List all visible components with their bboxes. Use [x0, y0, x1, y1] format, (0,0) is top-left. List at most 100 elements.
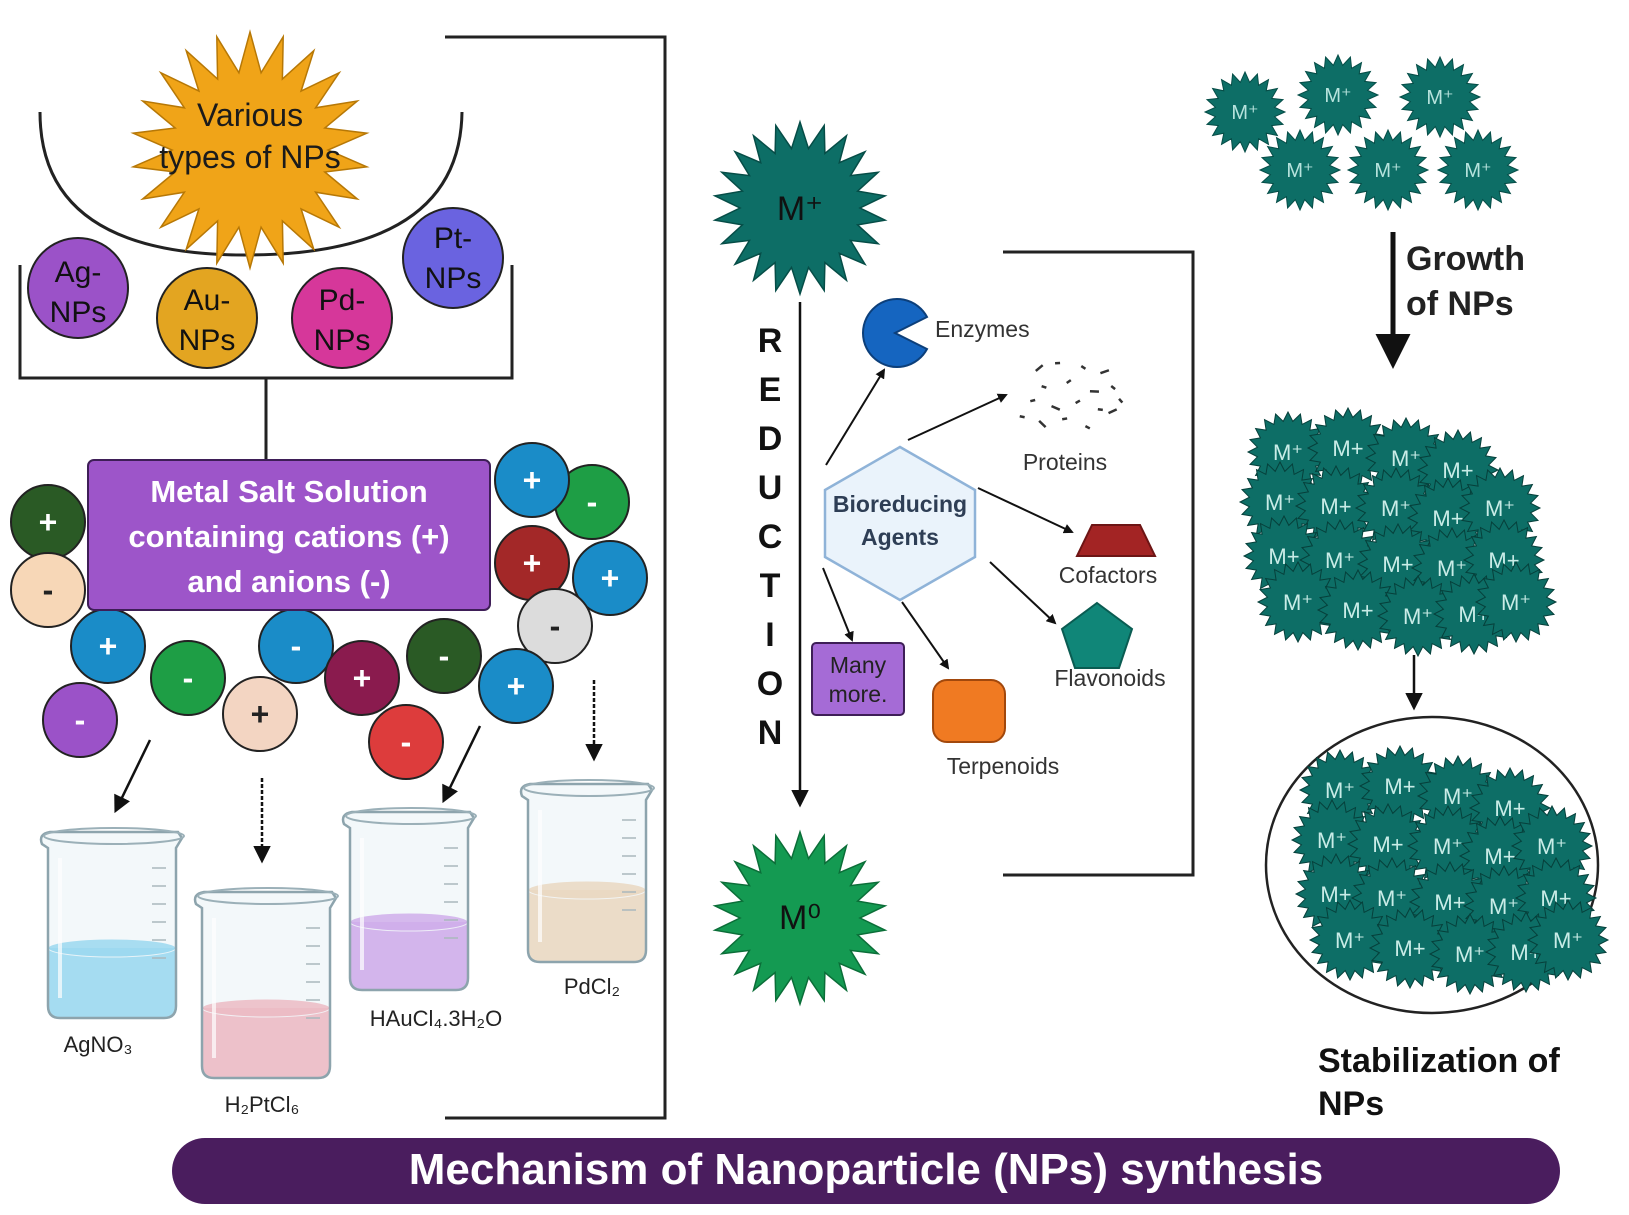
particle-label: M⁺ [1426, 87, 1453, 109]
beaker-liquid [528, 890, 646, 962]
cluster-particle-label: M+ [1394, 936, 1425, 961]
beaker-label-haucl4: HAuCl₄.3H₂O [370, 1006, 502, 1031]
many-more-box [811, 642, 905, 716]
bowl-curve [38, 111, 464, 257]
beaker-liquid [202, 1008, 330, 1078]
bio-bracket [1003, 250, 1195, 877]
ion-sign: + [251, 696, 270, 732]
star-text-line1: Various [197, 97, 303, 133]
np-pt-line1: Pt- [434, 222, 472, 255]
salt-box-line1: Metal Salt Solution [150, 474, 427, 509]
ion-sign: + [39, 504, 58, 540]
cluster-particle-label: M+ [1484, 844, 1515, 869]
particle-label: M⁺ [1231, 102, 1258, 124]
ion-anion: - [368, 704, 444, 780]
cluster-particle-label: M⁺ [1325, 778, 1355, 803]
stabilization-line2: NPs [1318, 1085, 1384, 1123]
beaker-label-pdcl2: PdCl₂ [564, 974, 620, 999]
ion-sign: - [550, 608, 561, 644]
ion-sign: + [353, 660, 372, 696]
np-pd-line2: NPs [314, 324, 371, 357]
particle-label: M⁺ [1324, 85, 1351, 107]
ion-sign: - [43, 572, 54, 608]
ion-anion: - [517, 588, 593, 664]
ion-group: +-+-++-+--+-+--+ [10, 442, 648, 780]
m-zero-label: M⁰ [779, 899, 821, 937]
metal-ion-particle [1258, 128, 1342, 212]
cluster-particle-label: M⁺ [1335, 928, 1365, 953]
cluster-particle-label: M⁺ [1283, 590, 1313, 615]
np-au-line2: NPs [179, 324, 236, 357]
cluster-particle-label: M⁺ [1403, 604, 1433, 629]
beaker-liquid [350, 922, 468, 990]
np-pt-line2: NPs [425, 262, 482, 295]
cluster-particle-label: M⁺ [1443, 784, 1473, 809]
cluster-particle-label: M⁺ [1381, 496, 1411, 521]
ion-sign: - [401, 724, 412, 760]
flavonoids-label: Flavonoids [1054, 665, 1165, 691]
cluster-particle-label: M+ [1320, 494, 1351, 519]
cluster-particle-label: M⁺ [1391, 446, 1421, 471]
many-more-line1: Many [830, 652, 887, 678]
np-pd-line1: Pd- [319, 284, 366, 317]
cluster-particle [1526, 898, 1610, 982]
cluster-particle-label: M+ [1434, 890, 1465, 915]
reduction-letter: U [758, 469, 783, 507]
cluster-particle-label: M⁺ [1317, 828, 1347, 853]
cofactor-trapezoid-icon [1075, 524, 1157, 557]
beaker-glass [341, 810, 476, 992]
reduction-letter: O [757, 665, 783, 703]
arrow-flavonoids [989, 561, 1057, 625]
ion-sign: - [587, 484, 598, 520]
cluster-particle [1308, 898, 1392, 982]
cluster-particle-label: M⁺ [1553, 928, 1583, 953]
enzymes-label: Enzymes [935, 316, 1030, 342]
salt-box-line2: containing cations (+) [128, 519, 449, 554]
ion-cation: + [70, 608, 146, 684]
ion-sign: + [523, 545, 542, 581]
ion-sign: + [601, 560, 620, 596]
reduction-letter: E [759, 371, 782, 409]
cluster-particle-label: M⁺ [1273, 440, 1303, 465]
title-banner [172, 1138, 1560, 1204]
proteins-label: Proteins [1023, 449, 1107, 475]
ion-cation: + [10, 484, 86, 560]
metal-salt-box: Metal Salt Solution containing cations (… [87, 459, 491, 611]
cluster-particle-label: M⁺ [1501, 590, 1531, 615]
terpenoid-square-icon [932, 679, 1006, 743]
metal-ion-particle [1398, 55, 1482, 139]
bioreducing-hexagon [823, 445, 977, 602]
cluster-particle-label: M⁺ [1377, 886, 1407, 911]
cluster-particle-label: M+ [1268, 544, 1299, 569]
cluster-particle-label: M+ [1384, 774, 1415, 799]
ion-sign: - [439, 638, 450, 674]
particle-label: M⁺ [1464, 160, 1491, 182]
reduction-letter: I [765, 616, 774, 654]
ion-sign: - [183, 660, 194, 696]
reduction-letter: R [758, 322, 783, 360]
ion-cation: + [478, 648, 554, 724]
beaker-group [39, 779, 655, 1080]
metal-ion-particle [1346, 128, 1430, 212]
cluster-particle-label: M⁺ [1433, 834, 1463, 859]
arrow-proteins [907, 393, 1008, 441]
cluster-particle-label: M⁺ [1455, 942, 1485, 967]
np-au-line1: Au- [184, 284, 231, 317]
arrow-terpenoids [901, 601, 950, 670]
metal-ion-particle [1203, 70, 1287, 154]
ion-cation: + [222, 676, 298, 752]
metal-ion-particle [1436, 128, 1520, 212]
many-more-line2: more. [829, 681, 888, 707]
ion-cation: + [494, 525, 570, 601]
cluster-particle-label: M⁺ [1485, 496, 1515, 521]
cluster-particle-label: M⁺ [1537, 834, 1567, 859]
ion-sign: + [99, 628, 118, 664]
beaker-label-agno3: AgNO₃ [64, 1032, 133, 1057]
np-cluster-grown: M⁺M+M⁺M+M⁺M+M⁺M+M⁺M+M⁺M+M⁺M+M⁺M+M⁺M+M⁺ [1238, 406, 1558, 658]
beaker-glass [519, 782, 654, 964]
star-text-line2: types of NPs [159, 139, 340, 175]
cluster-particle-label: M+ [1432, 506, 1463, 531]
growth-label-line2: of NPs [1406, 285, 1514, 323]
np-ball-pt: Pt- NPs [402, 207, 504, 309]
